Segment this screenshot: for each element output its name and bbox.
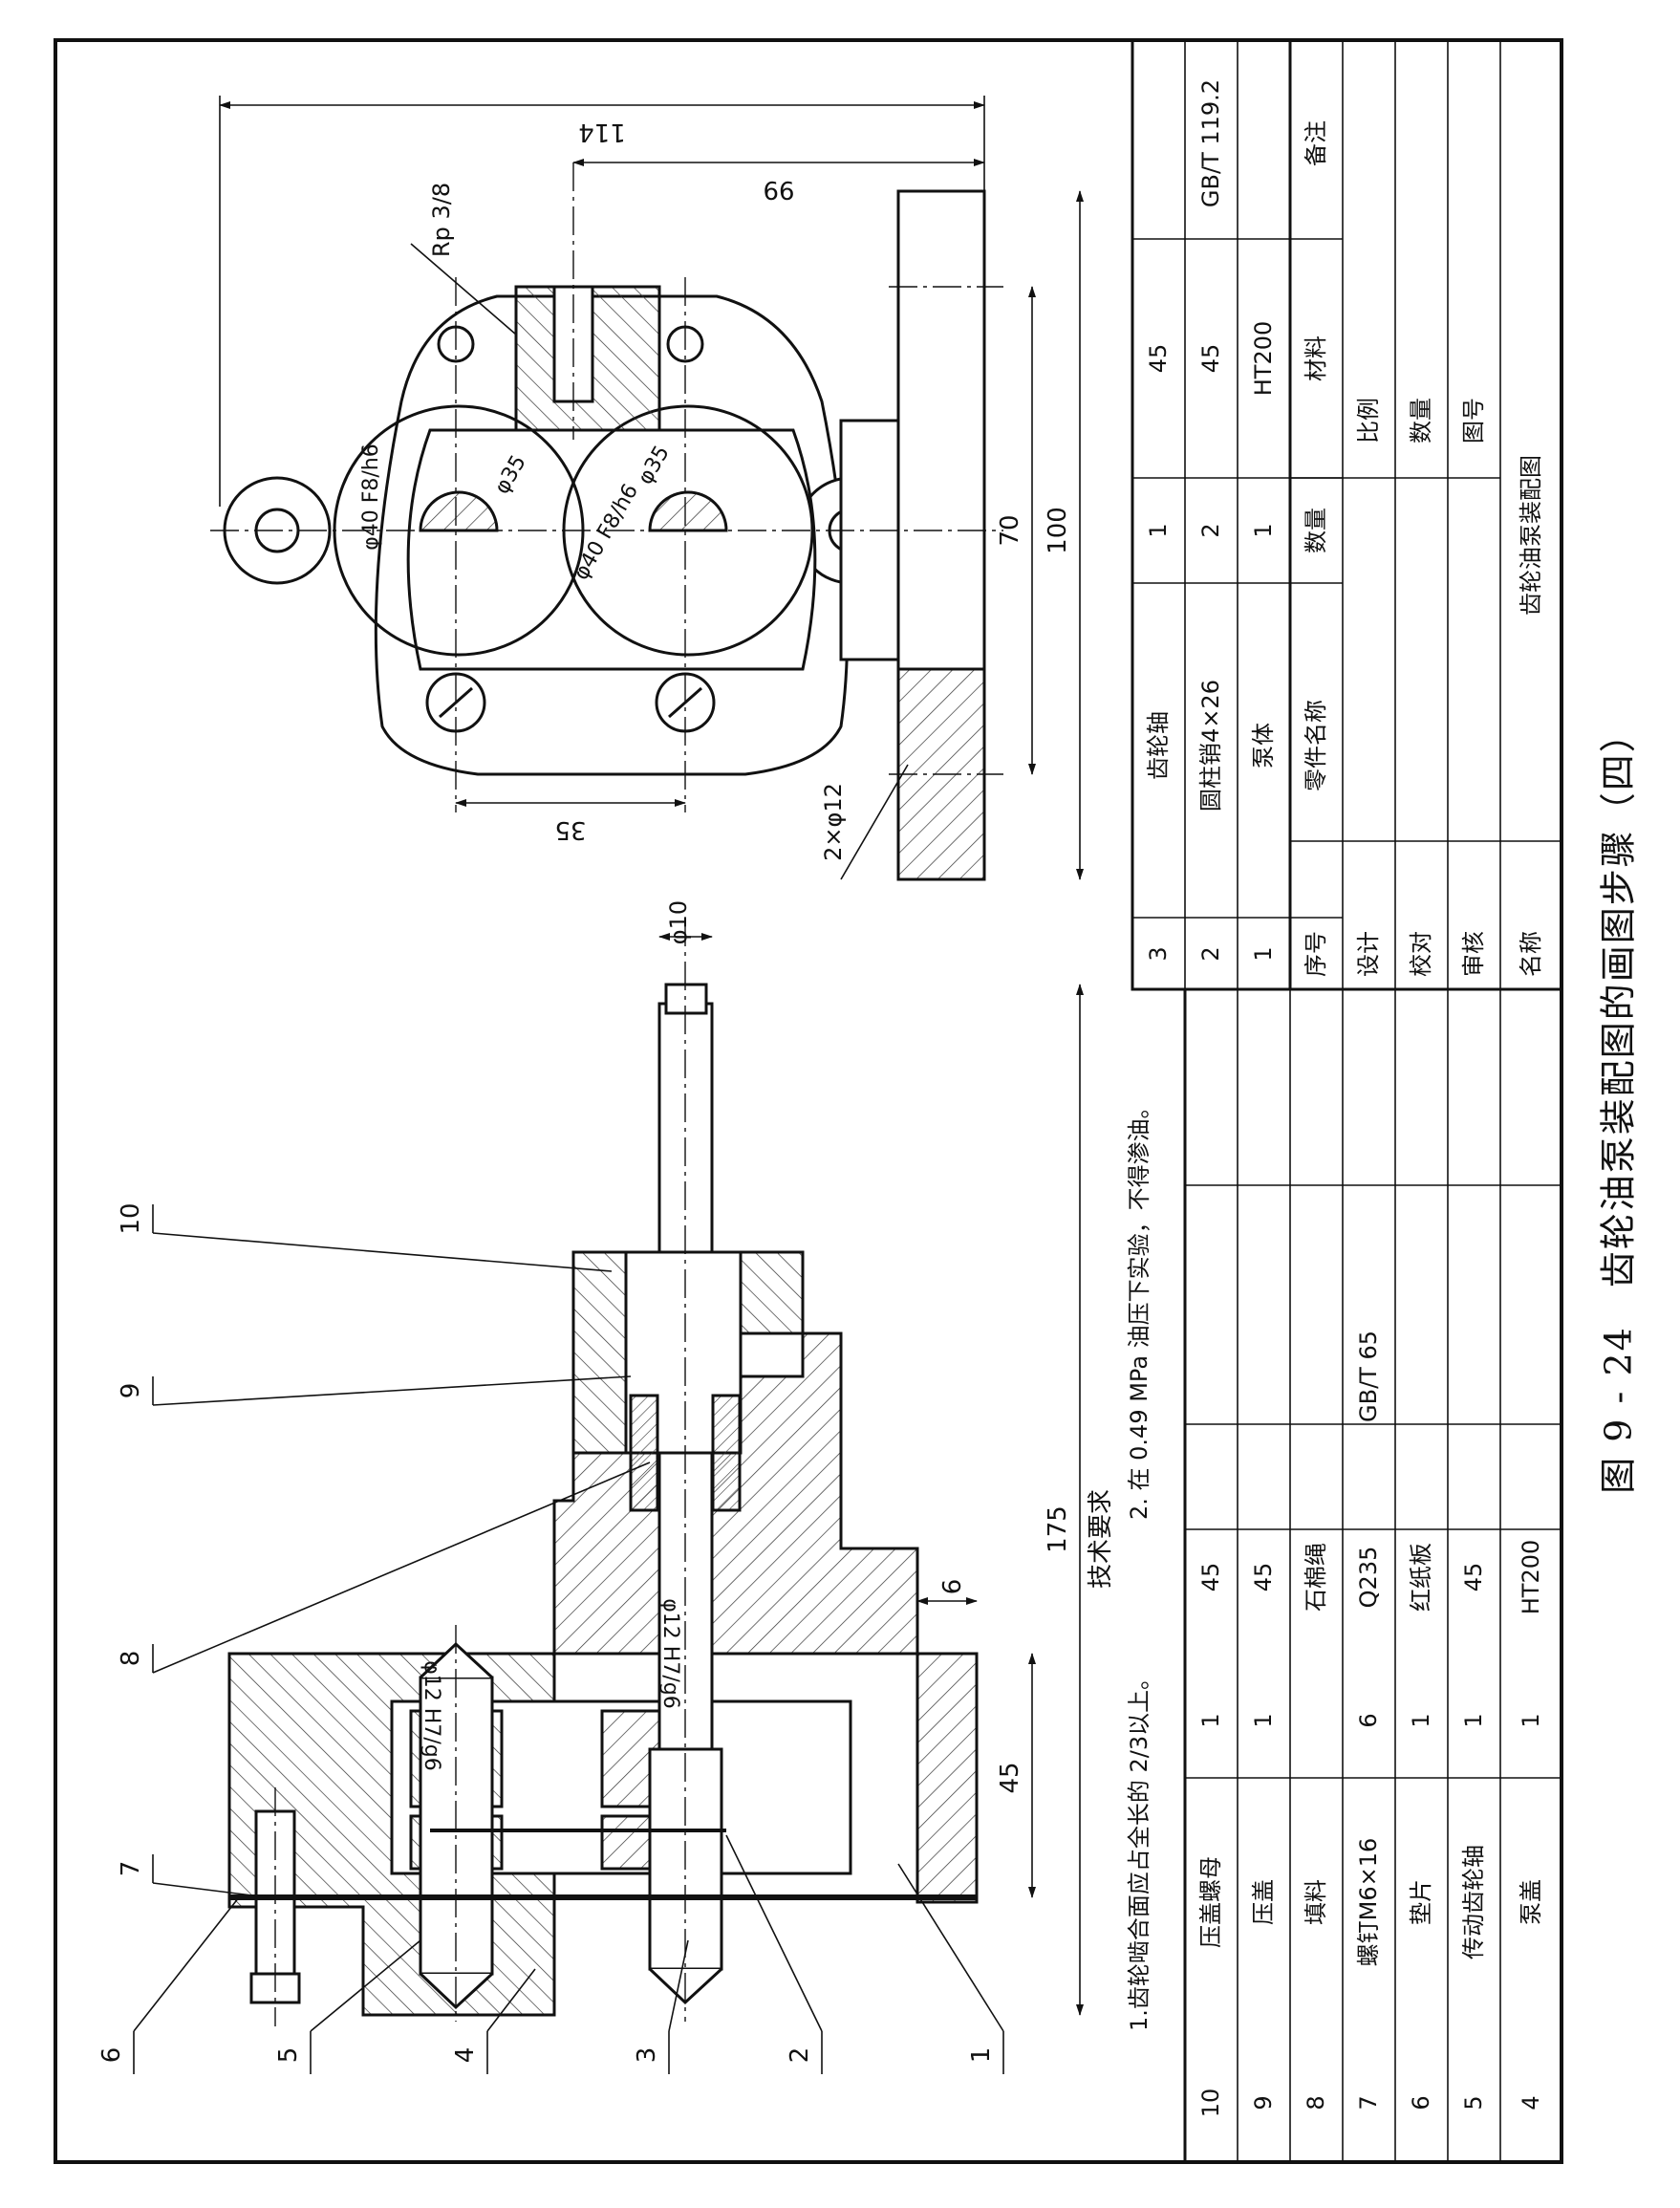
sectional-view <box>227 918 979 2026</box>
part-qty-6: 1 <box>1408 1713 1434 1727</box>
part-no-5: 5 <box>1460 2095 1487 2110</box>
notes-line2: 2. 在 0.49 MPa 油压下实验，不得渗油。 <box>1126 1095 1152 1520</box>
balloon-5: 5 <box>274 2047 303 2064</box>
part-no-3: 3 <box>1145 946 1172 961</box>
balloon-7: 7 <box>117 1861 145 1877</box>
part-mat-9: 45 <box>1250 1563 1277 1592</box>
dim-175: 175 <box>1044 1505 1072 1553</box>
header-mat: 材料 <box>1303 336 1329 381</box>
part-qty-3: 1 <box>1145 523 1172 537</box>
part-qty-10: 1 <box>1197 1713 1224 1727</box>
leaders <box>133 1204 1004 2074</box>
tb-name-label: 名称 <box>1518 931 1544 977</box>
label-pipe-thread: Rp 3/8 <box>428 183 455 257</box>
parts-list <box>1131 38 1563 2164</box>
label-holes: 2×φ12 <box>820 783 847 861</box>
part-no-7: 7 <box>1355 2095 1382 2110</box>
part-qty-9: 1 <box>1250 1713 1277 1727</box>
fit-h7-g6-upper: φ12 H7/g6 <box>420 1660 443 1770</box>
part-qty-7: 6 <box>1355 1713 1382 1727</box>
part-mat-7: Q235 <box>1355 1547 1382 1609</box>
shaft-section-left <box>419 490 499 532</box>
part-mat-4: HT200 <box>1518 1540 1544 1615</box>
balloon-1: 1 <box>967 2047 996 2064</box>
part-name-5: 传动齿轮轴 <box>1460 1845 1487 1959</box>
balloon-6: 6 <box>97 2047 126 2064</box>
header-note: 备注 <box>1303 120 1329 166</box>
header-name: 零件名称 <box>1303 700 1329 791</box>
part-no-1: 1 <box>1250 946 1277 961</box>
tb-scale: 比例 <box>1355 398 1382 444</box>
part-mat-8: 石棉绳 <box>1303 1543 1329 1612</box>
dim-6: 6 <box>938 1579 967 1595</box>
part-name-4: 泵盖 <box>1518 1879 1544 1925</box>
part-name-8: 填料 <box>1303 1879 1329 1925</box>
part-mat-6: 红纸板 <box>1408 1543 1434 1612</box>
tb-drawing-name: 齿轮油泵装配图 <box>1518 455 1544 616</box>
part-note-2: GB/T 119.2 <box>1197 79 1224 207</box>
shaft-section-right <box>648 490 728 532</box>
header-qty: 数量 <box>1303 508 1329 553</box>
dim-35: 35 <box>554 815 586 844</box>
part-mat-10: 45 <box>1197 1563 1224 1592</box>
part-qty-1: 1 <box>1250 523 1277 537</box>
balloon-9: 9 <box>117 1383 145 1399</box>
part-no-4: 4 <box>1518 2095 1544 2110</box>
notes-title: 技术要求 <box>1087 1489 1115 1589</box>
balloon-10: 10 <box>117 1202 145 1234</box>
gear-cavity-outline <box>406 428 817 671</box>
dim-99: 99 <box>763 175 794 204</box>
tb-quantity: 数量 <box>1408 398 1434 444</box>
fit-left: φ40 F8/h6 <box>359 444 383 551</box>
fit-h7-g6-shaft: φ12 H7/g6 <box>658 1598 682 1708</box>
dim-phi10: φ10 <box>665 900 692 944</box>
balloon-2: 2 <box>786 2047 814 2064</box>
part-note-7: GB/T 65 <box>1355 1331 1382 1422</box>
part-name-9: 压盖 <box>1250 1879 1277 1925</box>
balloon-4: 4 <box>451 2047 480 2064</box>
tb-drawing-no: 图号 <box>1460 398 1487 444</box>
end-view <box>210 162 1003 881</box>
part-mat-1: HT200 <box>1250 321 1277 397</box>
shaft-end <box>664 983 708 1015</box>
part-name-10: 压盖螺母 <box>1197 1856 1224 1948</box>
packing <box>629 1394 659 1512</box>
part-qty-4: 1 <box>1518 1713 1544 1727</box>
packing-2 <box>711 1394 742 1512</box>
tb-check: 校对 <box>1408 931 1434 977</box>
end-view-dimensions <box>219 96 1084 880</box>
balloon-3: 3 <box>633 2047 661 2064</box>
part-mat-3: 45 <box>1145 344 1172 374</box>
part-no-2: 2 <box>1197 946 1224 961</box>
part-name-6: 垫片 <box>1408 1879 1434 1925</box>
part-no-9: 9 <box>1250 2095 1277 2110</box>
part-mat-2: 45 <box>1197 344 1224 374</box>
header-no: 序号 <box>1303 931 1329 977</box>
part-name-3: 齿轮轴 <box>1145 711 1172 780</box>
part-name-2: 圆柱销4×26 <box>1197 680 1224 812</box>
tb-review: 审核 <box>1460 931 1487 977</box>
tb-design: 设计 <box>1355 931 1382 977</box>
dim-70: 70 <box>996 514 1024 546</box>
dim-114: 114 <box>578 118 626 146</box>
part-no-8: 8 <box>1303 2095 1329 2110</box>
section-dimensions <box>658 933 1084 2016</box>
dim-45: 45 <box>996 1762 1024 1793</box>
part-qty-5: 1 <box>1460 1713 1487 1727</box>
part-mat-5: 45 <box>1460 1563 1487 1592</box>
part-no-10: 10 <box>1197 2089 1224 2118</box>
part-name-7: 螺钉M6×16 <box>1355 1838 1382 1967</box>
balloon-8: 8 <box>117 1651 145 1667</box>
part-no-6: 6 <box>1408 2095 1434 2110</box>
dim-100: 100 <box>1044 507 1072 554</box>
part-qty-2: 2 <box>1197 523 1224 537</box>
notes-line1: 1.齿轮啮合面应占全长的 2/3以上。 <box>1126 1667 1152 2031</box>
part-name-1: 泵体 <box>1250 723 1277 768</box>
